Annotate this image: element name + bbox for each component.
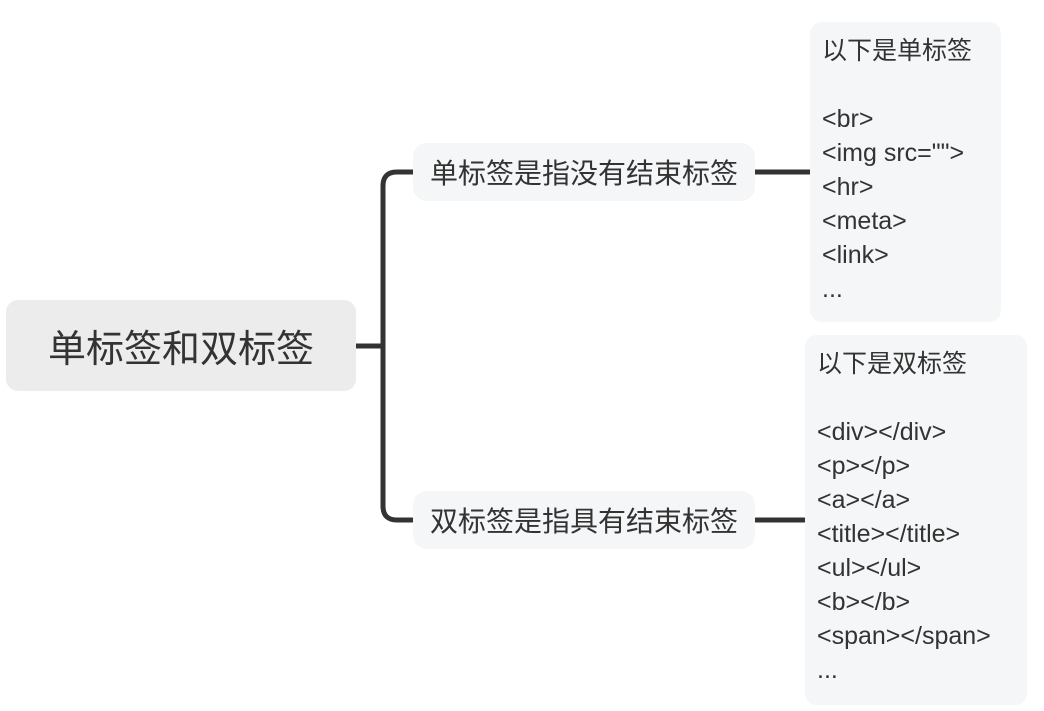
tag-example: <img src=""> (822, 139, 965, 167)
branch-node-single-tag-label: 单标签是指没有结束标签 (429, 158, 738, 189)
root-node-label: 单标签和双标签 (47, 329, 314, 371)
branch-node-single-tag[interactable]: 单标签是指没有结束标签 (413, 143, 755, 201)
blank-line (817, 381, 1017, 415)
tag-example: <span></span> (817, 622, 991, 650)
tag-example: <meta> (822, 207, 907, 235)
tag-example: <p></p> (817, 452, 911, 480)
tag-example: <a></a> (817, 486, 911, 514)
tag-example: <link> (822, 241, 889, 269)
tag-example: <br> (822, 105, 874, 133)
branch-bracket-line (380, 169, 413, 523)
tag-example: <ul></ul> (817, 554, 922, 582)
detail-box-single-tags-title: 以下是单标签 (822, 37, 973, 65)
tag-example: <hr> (822, 173, 874, 201)
detail-box-double-tags[interactable]: 以下是双标签 <div></div> <p></p> <a></a> <titl… (805, 335, 1027, 705)
tag-example: <title></title> (817, 520, 961, 548)
tag-example: <b></b> (817, 588, 911, 616)
tag-example-ellipsis: ... (822, 275, 843, 303)
detail-box-single-tags[interactable]: 以下是单标签 <br> <img src=""> <hr> <meta> <li… (810, 22, 1001, 322)
root-node[interactable]: 单标签和双标签 (6, 300, 356, 391)
branch-node-double-tag[interactable]: 双标签是指具有结束标签 (413, 491, 755, 549)
tag-example-ellipsis: ... (817, 656, 838, 684)
branch-node-double-tag-label: 双标签是指具有结束标签 (429, 506, 738, 537)
detail-box-double-tags-title: 以下是双标签 (817, 350, 968, 378)
blank-line (822, 68, 991, 102)
tag-example: <div></div> (817, 418, 947, 446)
